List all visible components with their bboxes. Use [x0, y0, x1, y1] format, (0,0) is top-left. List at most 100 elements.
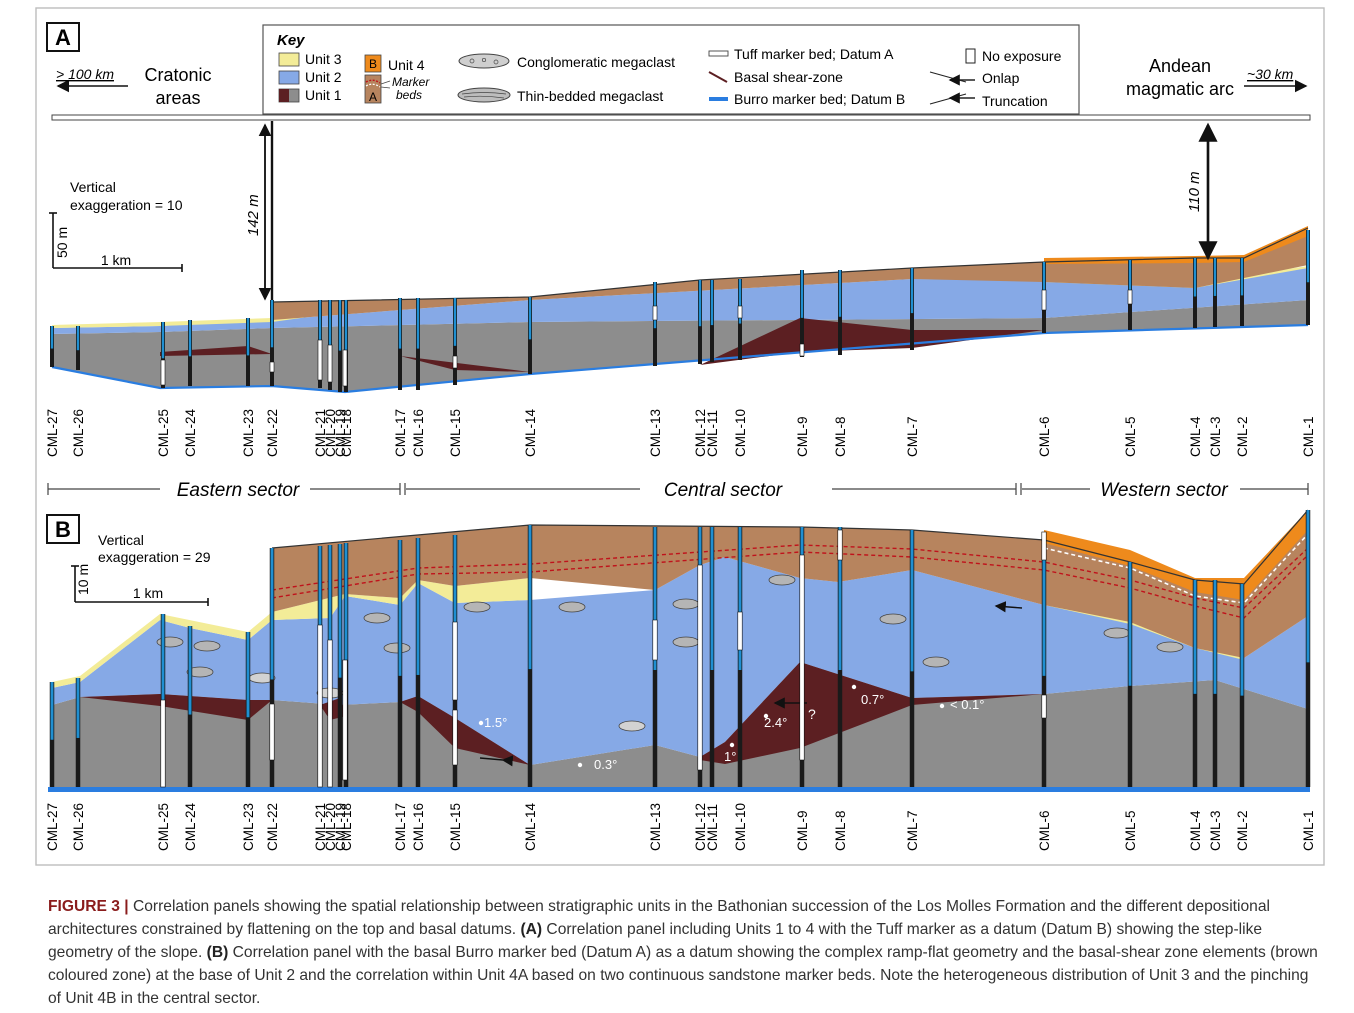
well-label: CML-27 [45, 803, 60, 851]
figure-caption: FIGURE 3 | Correlation panels showing th… [48, 895, 1318, 1010]
figure-frame [35, 7, 1325, 866]
well-label: CML-3 [1208, 810, 1223, 851]
well-label: CML-7 [905, 810, 920, 851]
well-label: CML-24 [183, 802, 198, 851]
sector-central: Central sector [664, 480, 783, 501]
caption-text-2: Correlation panel including Units 1 to 4… [48, 921, 1263, 961]
legend-marker-a: A [369, 90, 377, 104]
angle-7: < 0.1° [950, 697, 984, 712]
well-label: CML-13 [648, 803, 663, 851]
angle-5: ? [808, 706, 816, 722]
sector-eastern: Eastern sector [177, 480, 300, 501]
well-label: CML-15 [448, 409, 463, 457]
panel-a-vertical-scale-label: 50 m [54, 227, 70, 258]
no-exposure-interval [452, 621, 458, 701]
shear-zone-icon [708, 71, 728, 83]
legend-tuff: Tuff marker bed; Datum A [734, 46, 894, 62]
angle-2: 0.3° [594, 757, 617, 772]
megaclast [672, 598, 700, 610]
legend-onlap: Onlap [982, 70, 1020, 86]
no-exposure-interval [269, 703, 275, 761]
legend: Key Unit 3 Unit 2 Unit 1 B A Unit 4 Mark… [262, 24, 1080, 115]
caption-ref-b: (B) [206, 944, 229, 961]
section-b-basement [52, 662, 1308, 787]
east-place-line-1: Andean [1149, 56, 1211, 76]
dip-angles: 1.5° 0.3° 1° 2.4° ? 0.7° < 0.1° [478, 684, 984, 772]
well-label: CML-22 [265, 803, 280, 851]
well-label: CML-3 [1208, 416, 1223, 457]
no-exposure-interval [697, 564, 703, 771]
marker-bed-upper [271, 544, 1309, 609]
panel-b-vertical-scale-label: 10 m [75, 564, 91, 595]
no-exposure-interval [160, 359, 166, 386]
legend-title: Key [277, 32, 305, 49]
legend-marker-beds-2: beds [396, 88, 422, 102]
well-label: CML-2 [1235, 810, 1250, 851]
thin-bedded-megaclast-icon [457, 87, 511, 103]
megaclast [363, 612, 391, 624]
west-distance: > 100 km [56, 66, 114, 82]
legend-unit-1: Unit 1 [305, 87, 342, 103]
well-label: CML-5 [1123, 810, 1138, 851]
megaclast [383, 642, 411, 654]
west-place-line-2: areas [155, 88, 200, 108]
well-label: CML-7 [905, 416, 920, 457]
panel-a-vex-line-2: exaggeration = 10 [70, 197, 183, 213]
well-label: CML-24 [183, 408, 198, 457]
burro-marker-icon [709, 97, 728, 101]
legend-swatch-unit-2 [278, 70, 300, 85]
no-exposure-interval [1127, 289, 1133, 305]
well-label: CML-20 [323, 409, 338, 457]
well-label: CML-23 [241, 803, 256, 851]
tuff-marker-icon [708, 50, 729, 57]
no-exposure-interval [160, 699, 166, 788]
caption-text-1: Correlation panels showing the spatial r… [48, 898, 1270, 938]
well-label: CML-27 [45, 409, 60, 457]
angle-1: 1.5° [484, 715, 507, 730]
marker-bed-white [1043, 533, 1309, 604]
legend-swatch-unit-3 [278, 52, 300, 67]
no-exposure-interval [737, 611, 743, 651]
sector-western: Western sector [1100, 480, 1228, 501]
legend-unit-4: Unit 4 [388, 57, 425, 73]
well-label: CML-17 [393, 803, 408, 851]
tuff-datum-bar [51, 114, 1311, 121]
legend-swatch-unit-1 [279, 89, 289, 102]
no-exposure-interval [327, 639, 333, 788]
megaclast [1156, 641, 1184, 653]
well-label: CML-26 [71, 409, 86, 457]
legend-thin-bedded: Thin-bedded megaclast [517, 88, 663, 104]
truncation-icon [929, 93, 967, 105]
section-b-unit-2 [52, 557, 1308, 765]
well-label: CML-25 [156, 409, 171, 457]
megaclast [193, 640, 221, 652]
east-distance: ~30 km [1247, 66, 1294, 82]
well-label: CML-9 [795, 416, 810, 457]
megaclast [463, 601, 491, 613]
section-b-unit-1-east [80, 694, 272, 720]
panel-a-horizontal-scale-label: 1 km [101, 252, 131, 268]
no-exposure-interval [652, 305, 658, 321]
well-label: CML-5 [1123, 416, 1138, 457]
caption-figure-label: FIGURE 3 | [48, 898, 129, 915]
caption-ref-a: (A) [520, 921, 543, 938]
megaclast [672, 636, 700, 648]
angle-3: 1° [724, 749, 736, 764]
conglomeratic-megaclast-icon [458, 53, 510, 69]
legend-no-exposure: No exposure [982, 48, 1062, 64]
well-label: CML-12 [693, 409, 708, 457]
angle-6: 0.7° [861, 692, 884, 707]
well-label: CML-10 [733, 409, 748, 457]
no-exposure-interval [452, 355, 458, 369]
no-exposure-interval [317, 624, 323, 788]
megaclast [186, 666, 214, 678]
legend-marker-b: B [369, 57, 377, 71]
well-label: CML-16 [411, 803, 426, 851]
well-label: CML-6 [1037, 416, 1052, 457]
panel-b-vex-line-1: Vertical [98, 532, 144, 548]
well-label: CML-19 [333, 409, 348, 457]
no-exposure-interval [799, 343, 805, 357]
legend-truncation: Truncation [982, 93, 1048, 109]
well-label: CML-21 [313, 409, 328, 457]
